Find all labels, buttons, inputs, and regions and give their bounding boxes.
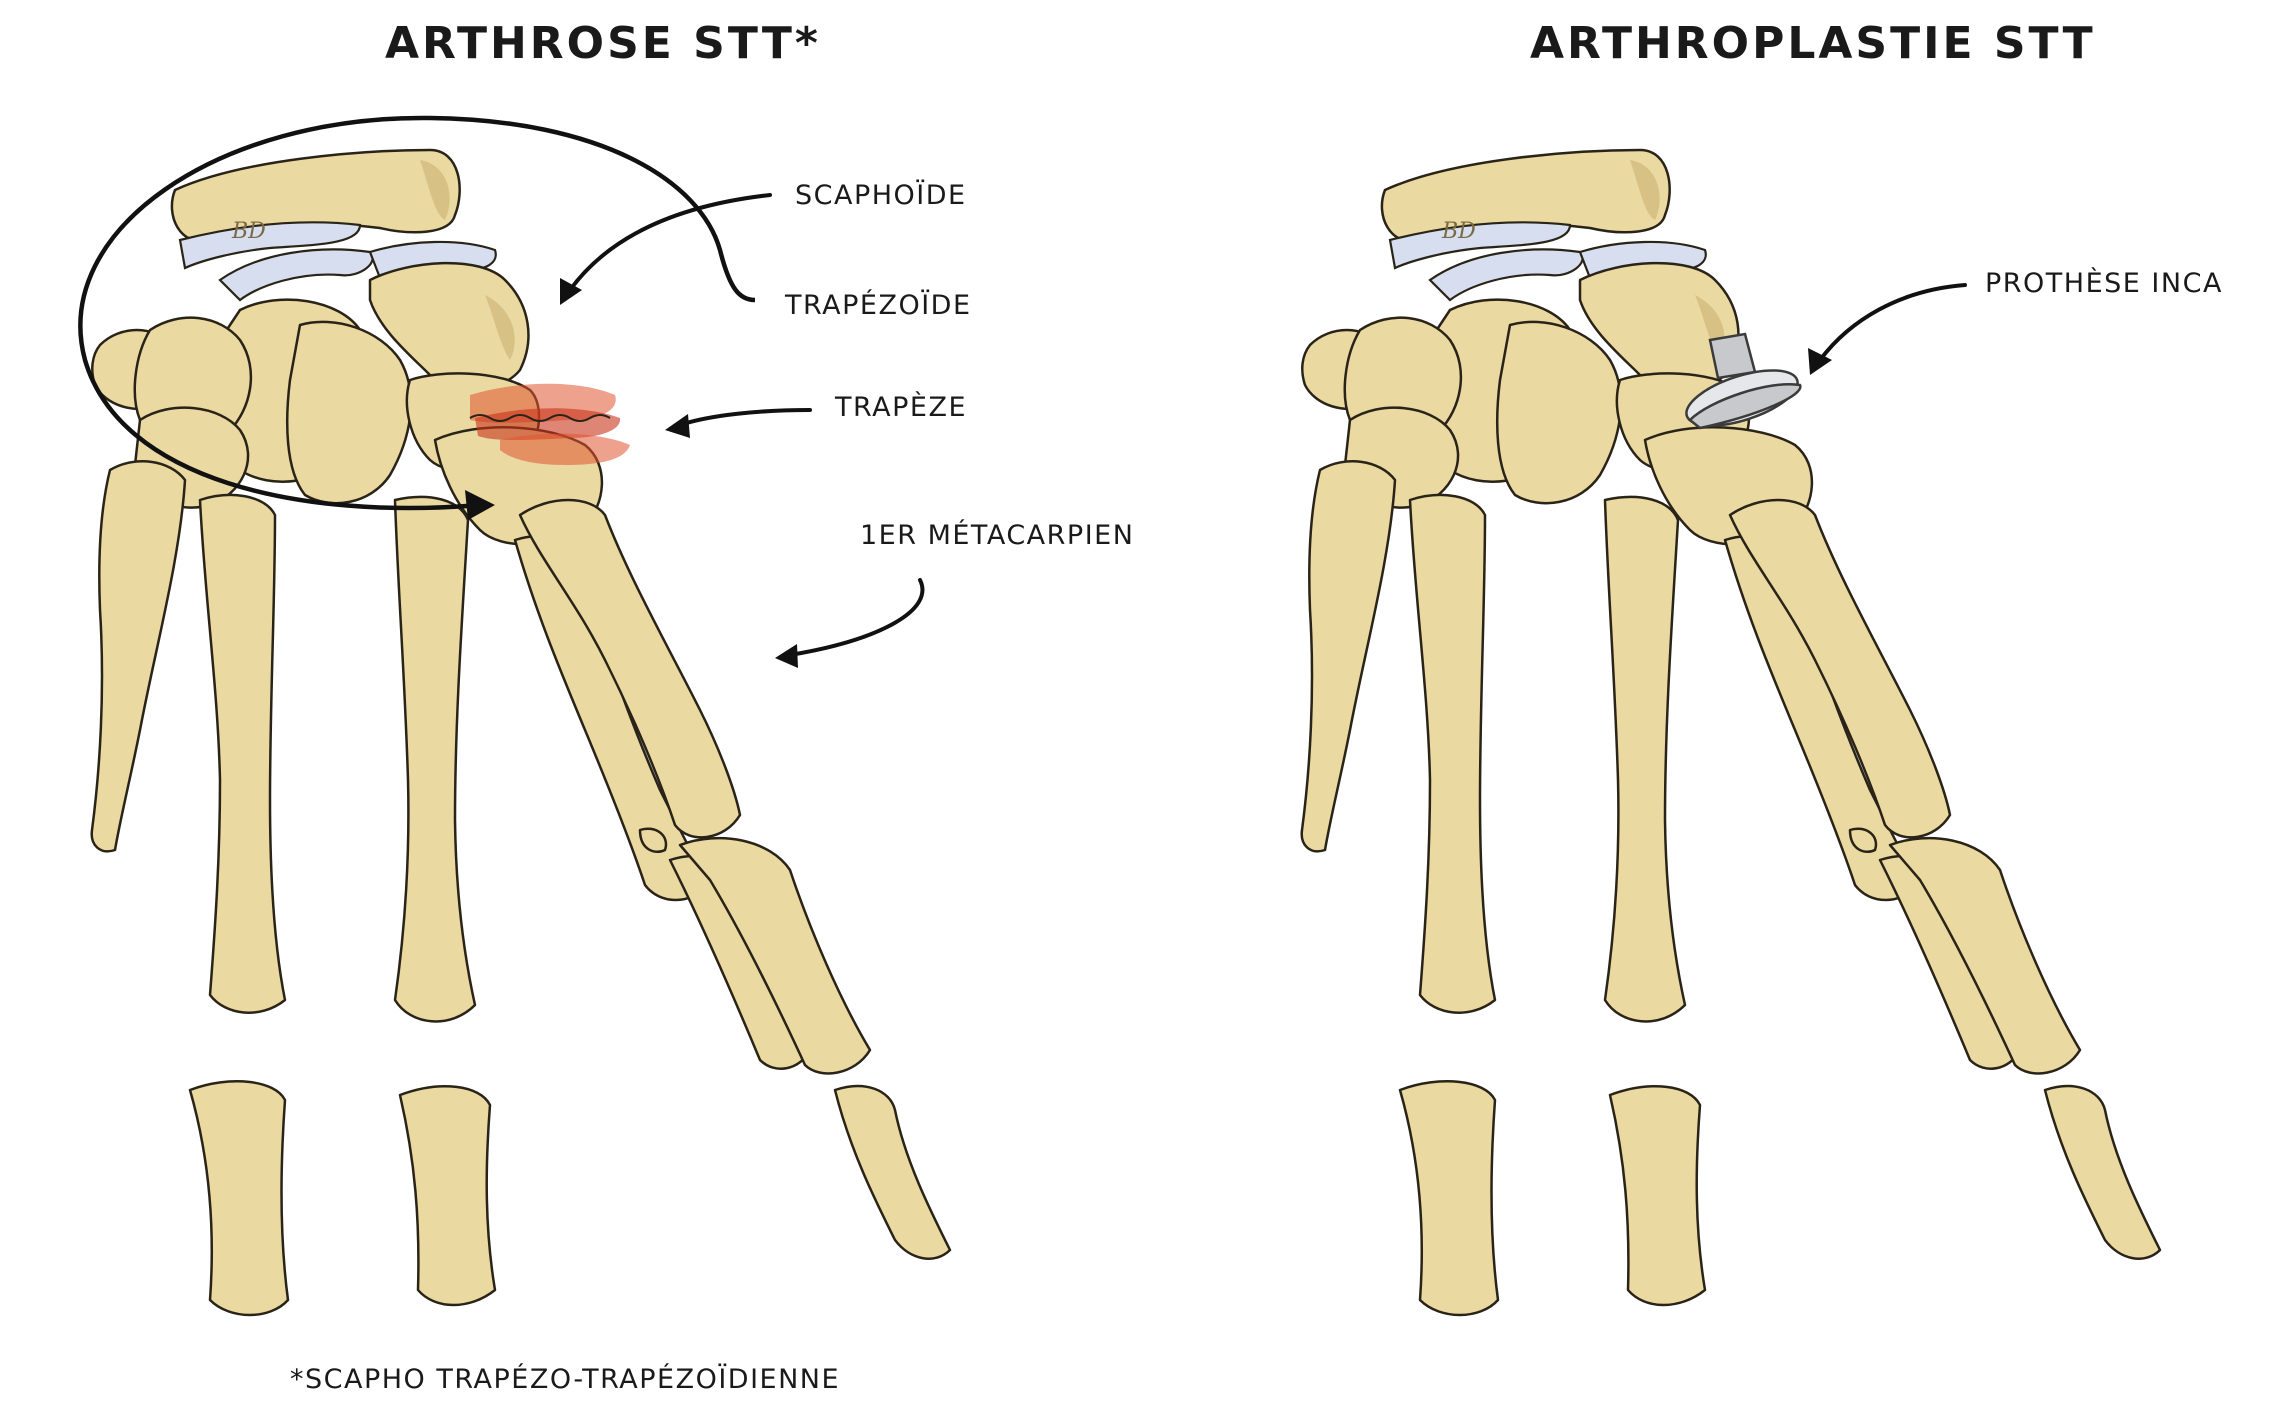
- signature: BD: [231, 219, 266, 244]
- arrow-prothese: [1808, 283, 1967, 375]
- arrow-trapeze: [665, 408, 812, 438]
- label-trapezoide: TRAPÉZOÏDE: [785, 290, 972, 321]
- label-scaphoide: SCAPHOÏDE: [795, 180, 967, 211]
- label-prothese: PROTHÈSE INCA: [1985, 268, 2223, 299]
- footnote: *SCAPHO TRAPÉZO-TRAPÉZOÏDIENNE: [290, 1364, 841, 1395]
- circle-arrow: [78, 115, 756, 520]
- left-hand-skeleton: BD: [78, 115, 952, 1317]
- inca-implant: [1685, 332, 1802, 430]
- right-hand-skeleton: BD: [1300, 148, 2162, 1317]
- left-title: ARTHROSE STT*: [385, 18, 821, 69]
- arrow-metacarpien: [775, 578, 925, 668]
- signature: BD: [1441, 219, 1476, 244]
- arrow-scaphoide: [560, 193, 772, 305]
- right-title: ARTHROPLASTIE STT: [1530, 18, 2096, 69]
- label-trapeze: TRAPÈZE: [835, 392, 968, 423]
- label-metacarpien: 1ER MÉTACARPIEN: [860, 520, 1135, 551]
- arthritis-lesion: [469, 383, 630, 465]
